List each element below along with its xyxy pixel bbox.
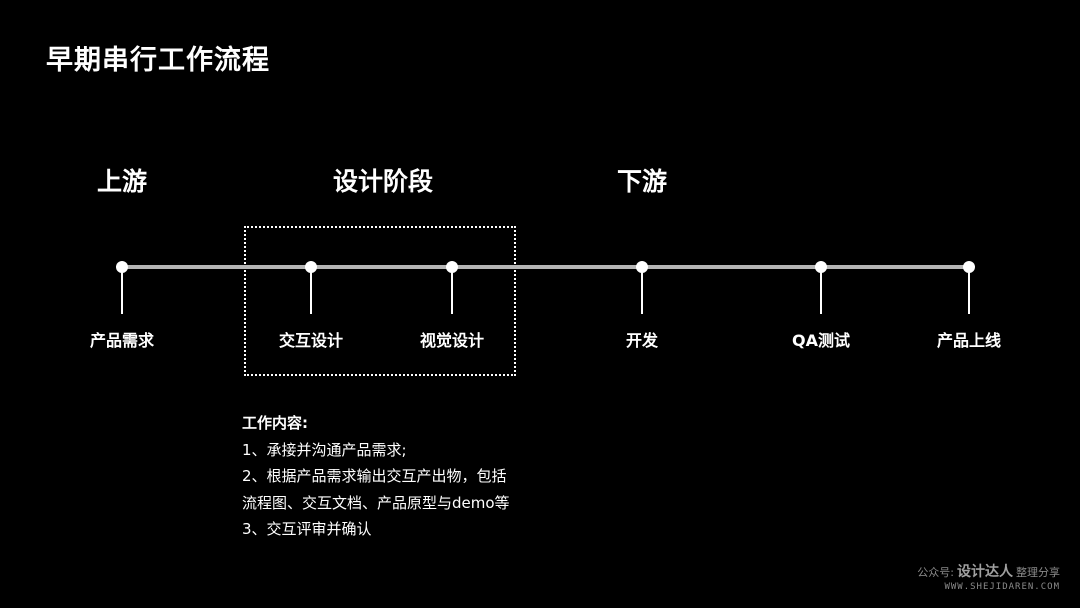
step-label-qa-testing: QA测试: [792, 331, 850, 350]
step-label-product-requirements: 产品需求: [89, 331, 155, 350]
stage-downstream-label: 下游: [616, 167, 668, 196]
timeline-stem: [968, 272, 970, 314]
timeline-stem: [121, 272, 123, 314]
step-label-development: 开发: [625, 331, 659, 350]
stage-upstream-label: 上游: [96, 167, 148, 196]
timeline-node-interaction-design: [305, 261, 317, 273]
watermark-brand: 设计达人: [957, 564, 1013, 580]
step-label-visual-design: 视觉设计: [419, 331, 485, 350]
timeline-node-product-launch: [963, 261, 975, 273]
timeline-node-development: [636, 261, 648, 273]
timeline-node-product-requirements: [116, 261, 128, 273]
watermark: 公众号:设计达人整理分享 WWW.SHEJIDAREN.COM: [917, 561, 1060, 592]
work-content-title: 工作内容:: [242, 414, 308, 432]
timeline-node-qa-testing: [815, 261, 827, 273]
timeline-node-visual-design: [446, 261, 458, 273]
work-content-line: 流程图、交互文档、产品原型与demo等: [242, 493, 510, 512]
timeline-line: [122, 265, 970, 269]
step-label-product-launch: 产品上线: [936, 331, 1002, 350]
work-content-line: 3、交互评审并确认: [242, 520, 372, 538]
work-content-line: 1、承接并沟通产品需求;: [242, 440, 407, 459]
timeline-stem: [310, 272, 312, 314]
timeline-stem: [451, 272, 453, 314]
design-phase-box: [244, 226, 516, 376]
step-label-interaction-design: 交互设计: [278, 331, 344, 350]
stage-design-label: 设计阶段: [332, 167, 434, 196]
watermark-prefix: 公众号:: [917, 566, 954, 579]
work-content-block: 工作内容: 1、承接并沟通产品需求; 2、根据产品需求输出交互产出物，包括 流程…: [242, 410, 510, 543]
work-content-line: 2、根据产品需求输出交互产出物，包括: [242, 467, 507, 485]
watermark-suffix: 整理分享: [1016, 566, 1060, 579]
page-title: 早期串行工作流程: [46, 45, 270, 76]
timeline-stem: [820, 272, 822, 314]
timeline-stem: [641, 272, 643, 314]
watermark-url: WWW.SHEJIDAREN.COM: [944, 582, 1060, 592]
